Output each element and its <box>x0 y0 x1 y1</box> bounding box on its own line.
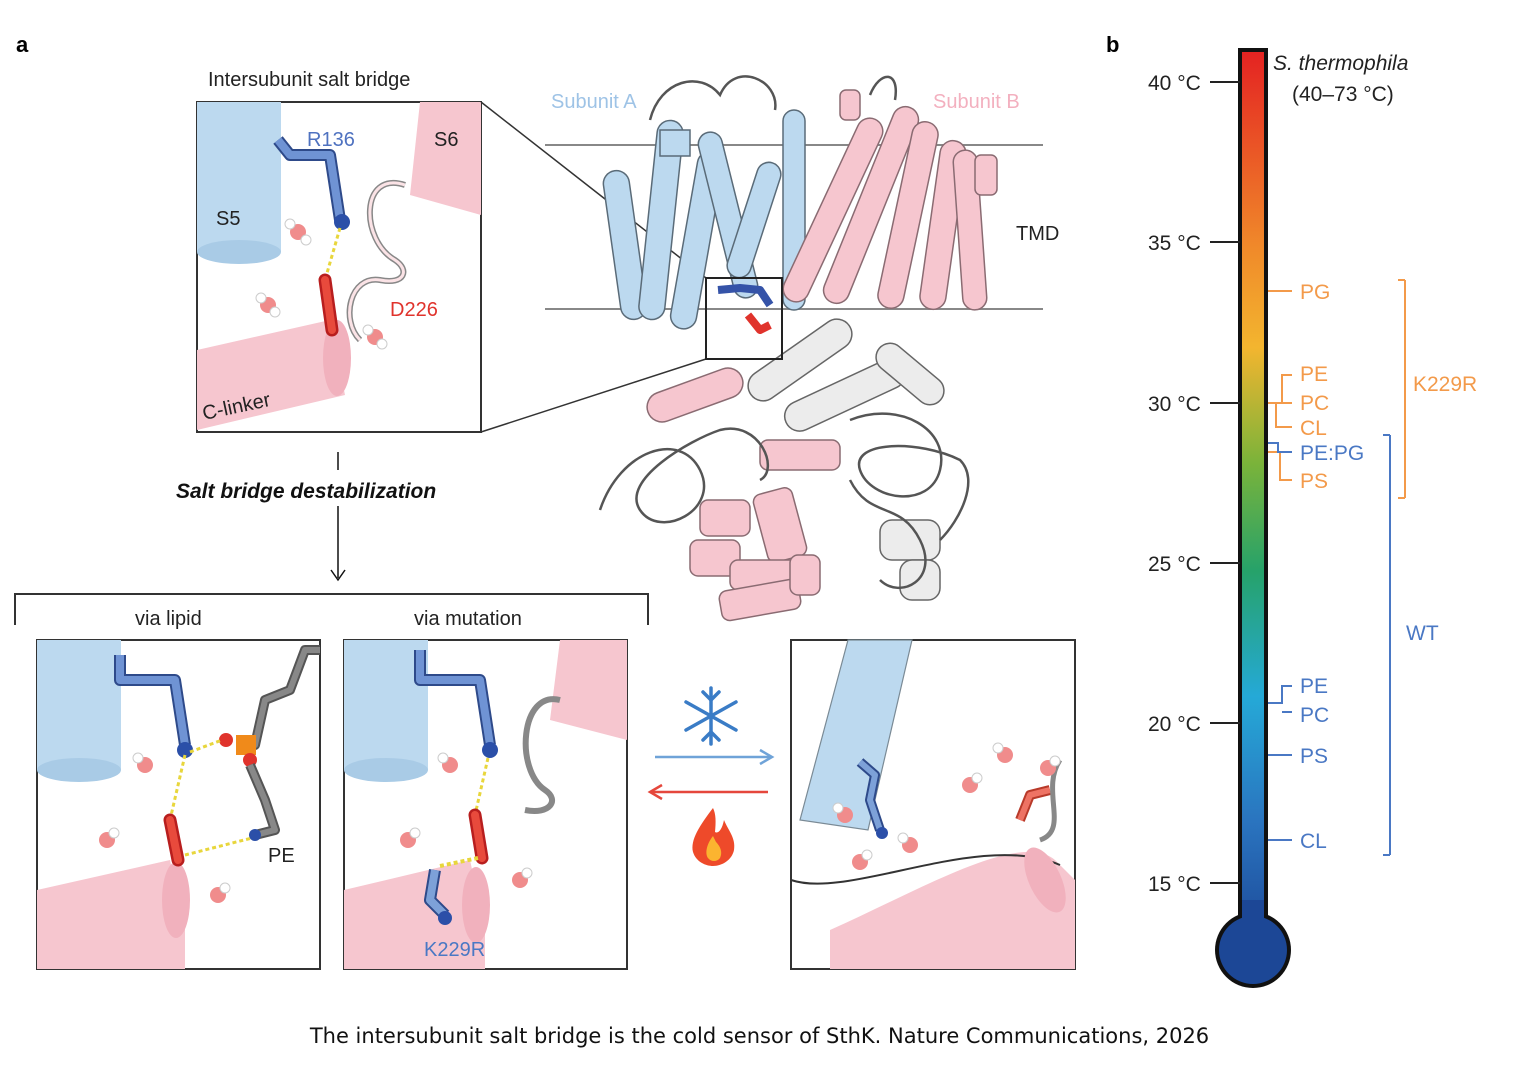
organism-label: S. thermophila <box>1273 52 1408 75</box>
destabilization-label: Salt bridge destabilization <box>176 480 436 503</box>
tick-20: 20 °C <box>1148 713 1201 736</box>
tmd-label: TMD <box>1016 223 1059 245</box>
panel-b-letter: b <box>1106 32 1119 57</box>
k229r-group-label: K229R <box>1413 373 1477 396</box>
protein-structure <box>545 75 1043 622</box>
figure-caption: The intersubunit salt bridge is the cold… <box>309 1024 1210 1048</box>
heat-arrow-head <box>647 783 663 801</box>
subunit-a-label: Subunit A <box>551 91 637 113</box>
subunit-b-label: Subunit B <box>933 91 1020 113</box>
temp-ticks <box>1210 81 1240 884</box>
tick-40: 40 °C <box>1148 72 1201 95</box>
k229r-lipid-ps: PS <box>1300 470 1328 493</box>
k229r-lipid-pc: PC <box>1300 392 1329 415</box>
wt-lipid-cl: CL <box>1300 830 1327 853</box>
panel-a-letter: a <box>16 32 29 57</box>
arrow-head <box>330 569 346 582</box>
salt-bridge-inset <box>196 101 482 433</box>
r136-label: R136 <box>307 129 355 151</box>
snowflake-icon <box>684 686 738 746</box>
k229r-lipid-pg: PG <box>1300 281 1330 304</box>
cold-arrow-head <box>759 748 775 766</box>
wt-lipid-pc: PC <box>1300 704 1329 727</box>
wt-lipid-pe: PE <box>1300 675 1328 698</box>
wt-group-label: WT <box>1406 622 1439 645</box>
s5-label: S5 <box>216 208 240 230</box>
pe-label: PE <box>268 845 295 867</box>
cold-state-box <box>790 639 1076 970</box>
k229r-lipid-cl: CL <box>1300 417 1327 440</box>
via-mutation-box <box>343 639 628 970</box>
thermometer <box>1215 48 1291 988</box>
inset-title: Intersubunit salt bridge <box>208 69 410 91</box>
tick-25: 25 °C <box>1148 553 1201 576</box>
k229r-lipid-pe: PE <box>1300 363 1328 386</box>
zoom-line-bottom <box>480 358 707 433</box>
organism-range: (40–73 °C) <box>1292 83 1394 106</box>
tick-30: 30 °C <box>1148 393 1201 416</box>
k229r-markers <box>1268 279 1406 499</box>
bracket <box>14 593 649 625</box>
tick-15: 15 °C <box>1148 873 1201 896</box>
wt-lipid-ps: PS <box>1300 745 1328 768</box>
wt-markers <box>1268 434 1391 856</box>
tick-35: 35 °C <box>1148 232 1201 255</box>
d226-label: D226 <box>390 299 438 321</box>
via-lipid-label: via lipid <box>135 608 202 630</box>
s6-label: S6 <box>434 129 458 151</box>
via-lipid-box <box>36 639 321 970</box>
flame-icon <box>692 808 735 866</box>
wt-lipid-pepg: PE:PG <box>1300 442 1364 465</box>
via-mutation-label: via mutation <box>414 608 522 630</box>
k229r-mutation-label: K229R <box>424 939 485 961</box>
